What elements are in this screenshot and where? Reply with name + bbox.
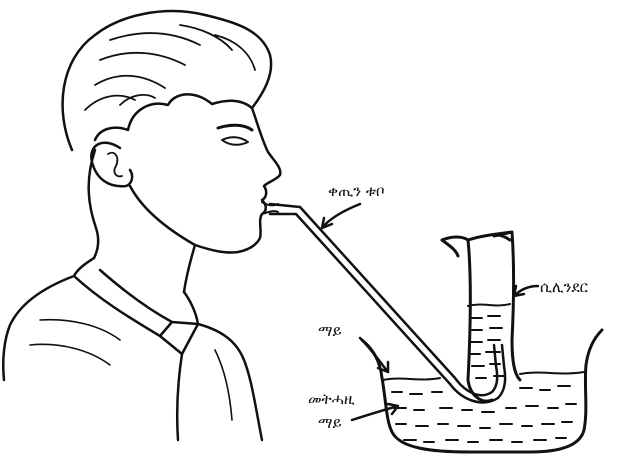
label-trough-water-line2: ማይ	[318, 414, 342, 432]
water-pointer	[360, 338, 388, 372]
label-water: ማይ	[318, 322, 342, 340]
eyebrow	[218, 125, 252, 130]
label-cylinder: ሲሊንደር	[540, 278, 589, 296]
label-thin-tube: ቀጢን ቱቦ	[328, 182, 385, 200]
person-figure	[3, 11, 280, 440]
cylinder-pointer	[514, 286, 538, 296]
ear	[91, 143, 132, 187]
shirt-body	[3, 276, 262, 440]
hair	[63, 11, 272, 150]
labels: ቀጢን ቱቦ ሲሊንደር ማይ መትሓዚ ማይ	[308, 182, 589, 432]
eye	[222, 137, 248, 145]
tube-pointer	[322, 204, 360, 228]
water-trough	[362, 330, 602, 452]
label-trough-water-line1: መትሓዚ	[308, 390, 355, 408]
hair-strands	[85, 25, 255, 110]
trough-water-pointer	[352, 404, 398, 420]
face-profile	[195, 108, 280, 253]
shirt-collar	[74, 258, 198, 354]
jaw-neck	[89, 150, 195, 258]
